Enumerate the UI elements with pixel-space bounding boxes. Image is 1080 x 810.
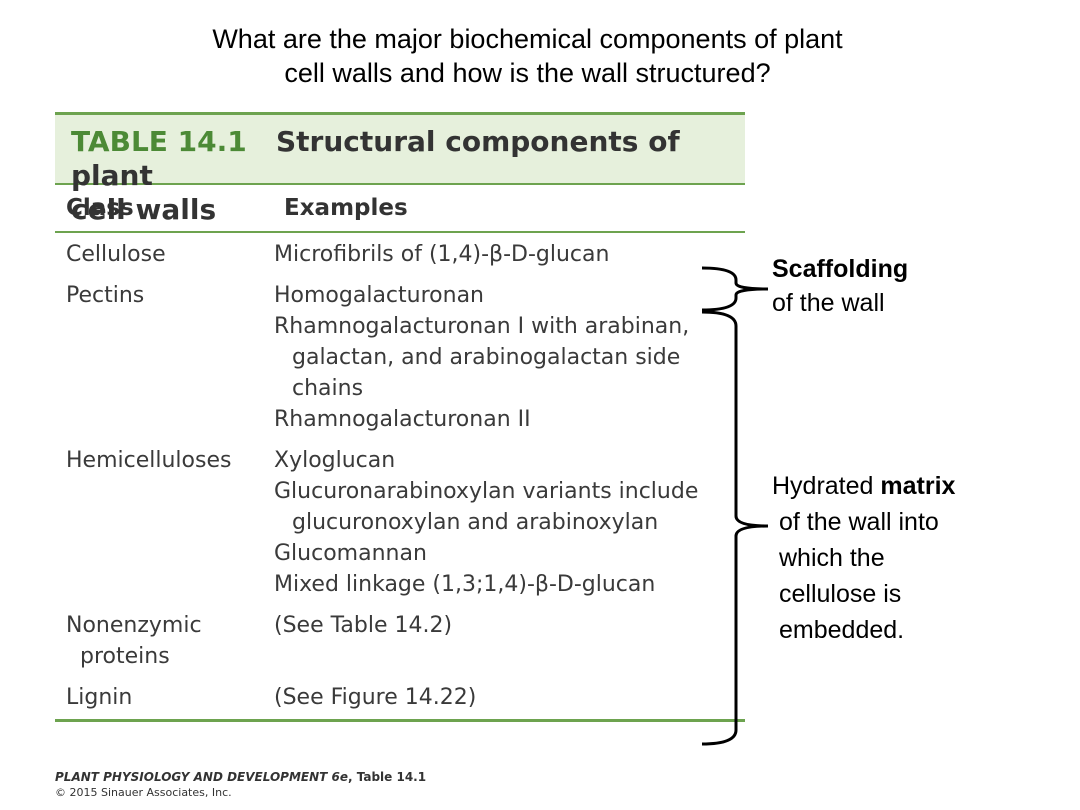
matrix-line: which the — [779, 544, 885, 572]
table-row-cellulose: Cellulose Microfibrils of (1,4)-β-D-gluc… — [55, 239, 745, 270]
table-number: TABLE 14.1 — [71, 125, 247, 158]
example-line: chains — [292, 376, 364, 401]
class-cell: Pectins — [66, 283, 145, 308]
column-header-examples: Examples — [284, 195, 408, 221]
book-title: PLANT PHYSIOLOGY AND DEVELOPMENT 6e — [55, 770, 348, 784]
question-line-2: cell walls and how is the wall structure… — [284, 58, 771, 88]
examples-cell: (See Figure 14.22) — [274, 682, 745, 713]
example-line: Rhamnogalacturonan I with arabinan, — [274, 314, 690, 339]
example-line: Mixed linkage (1,3;1,4)-β-D-glucan — [274, 572, 656, 597]
scaffolding-label: Scaffolding — [772, 255, 909, 283]
scaffolding-text: of the wall — [772, 289, 885, 317]
class-line: Nonenzymic — [66, 613, 202, 638]
class-line: proteins — [80, 644, 170, 669]
class-cell: Cellulose — [66, 242, 166, 267]
source-footer: PLANT PHYSIOLOGY AND DEVELOPMENT 6e, Tab… — [55, 770, 426, 799]
matrix-line: of the wall into — [779, 508, 939, 536]
matrix-line: embedded. — [779, 616, 905, 644]
table-row-nonenzymic-proteins: Nonenzymic proteins (See Table 14.2) — [55, 610, 745, 672]
examples-cell: Microfibrils of (1,4)-β-D-glucan — [274, 239, 745, 270]
class-cell: Lignin — [66, 685, 133, 710]
class-cell: Nonenzymic proteins — [55, 610, 274, 672]
table-row-lignin: Lignin (See Figure 14.22) — [55, 682, 745, 713]
example-line: Glucuronarabinoxylan variants include — [274, 479, 699, 504]
example-line: (See Table 14.2) — [274, 613, 453, 638]
table-row-pectins: Pectins Homogalacturonan Rhamnogalacturo… — [55, 280, 745, 435]
examples-cell: Homogalacturonan Rhamnogalacturonan I wi… — [274, 280, 745, 435]
source-citation: PLANT PHYSIOLOGY AND DEVELOPMENT 6e, Tab… — [55, 770, 426, 784]
class-cell: Hemicelluloses — [66, 448, 232, 473]
column-header-class: Class — [66, 195, 134, 221]
example-line: glucuronoxylan and arabinoxylan — [292, 510, 659, 535]
question-title: What are the major biochemical component… — [140, 22, 915, 90]
table-row-hemicelluloses: Hemicelluloses Xyloglucan Glucuronarabin… — [55, 445, 745, 600]
table-ref: , Table 14.1 — [347, 770, 427, 784]
matrix-line: cellulose is — [779, 580, 902, 608]
matrix-prefix: Hydrated — [772, 472, 881, 500]
example-line: (See Figure 14.22) — [274, 685, 477, 710]
example-line: Xyloglucan — [274, 448, 396, 473]
examples-cell: (See Table 14.2) — [274, 610, 745, 672]
matrix-annotation: Hydrated matrix of the wall into which t… — [772, 468, 955, 648]
table-header: TABLE 14.1 Structural components of plan… — [55, 112, 745, 226]
example-line: Microfibrils of (1,4)-β-D-glucan — [274, 242, 610, 267]
components-table: TABLE 14.1 Structural components of plan… — [55, 112, 745, 722]
example-line: Glucomannan — [274, 541, 427, 566]
table-body: Cellulose Microfibrils of (1,4)-β-D-gluc… — [55, 233, 745, 722]
example-line: Rhamnogalacturonan II — [274, 407, 531, 432]
table-title-cont: cell walls — [71, 193, 217, 226]
table-column-headers: Class Examples — [55, 185, 745, 233]
table-title: Structural components of plant — [71, 125, 680, 192]
example-line: galactan, and arabinogalactan side — [292, 345, 681, 370]
example-line: Homogalacturonan — [274, 283, 484, 308]
scaffolding-annotation: Scaffolding of the wall — [772, 252, 908, 320]
question-line-1: What are the major biochemical component… — [212, 24, 843, 54]
matrix-label: matrix — [880, 472, 956, 500]
examples-cell: Xyloglucan Glucuronarabinoxylan variants… — [274, 445, 745, 600]
copyright: © 2015 Sinauer Associates, Inc. — [55, 786, 232, 799]
